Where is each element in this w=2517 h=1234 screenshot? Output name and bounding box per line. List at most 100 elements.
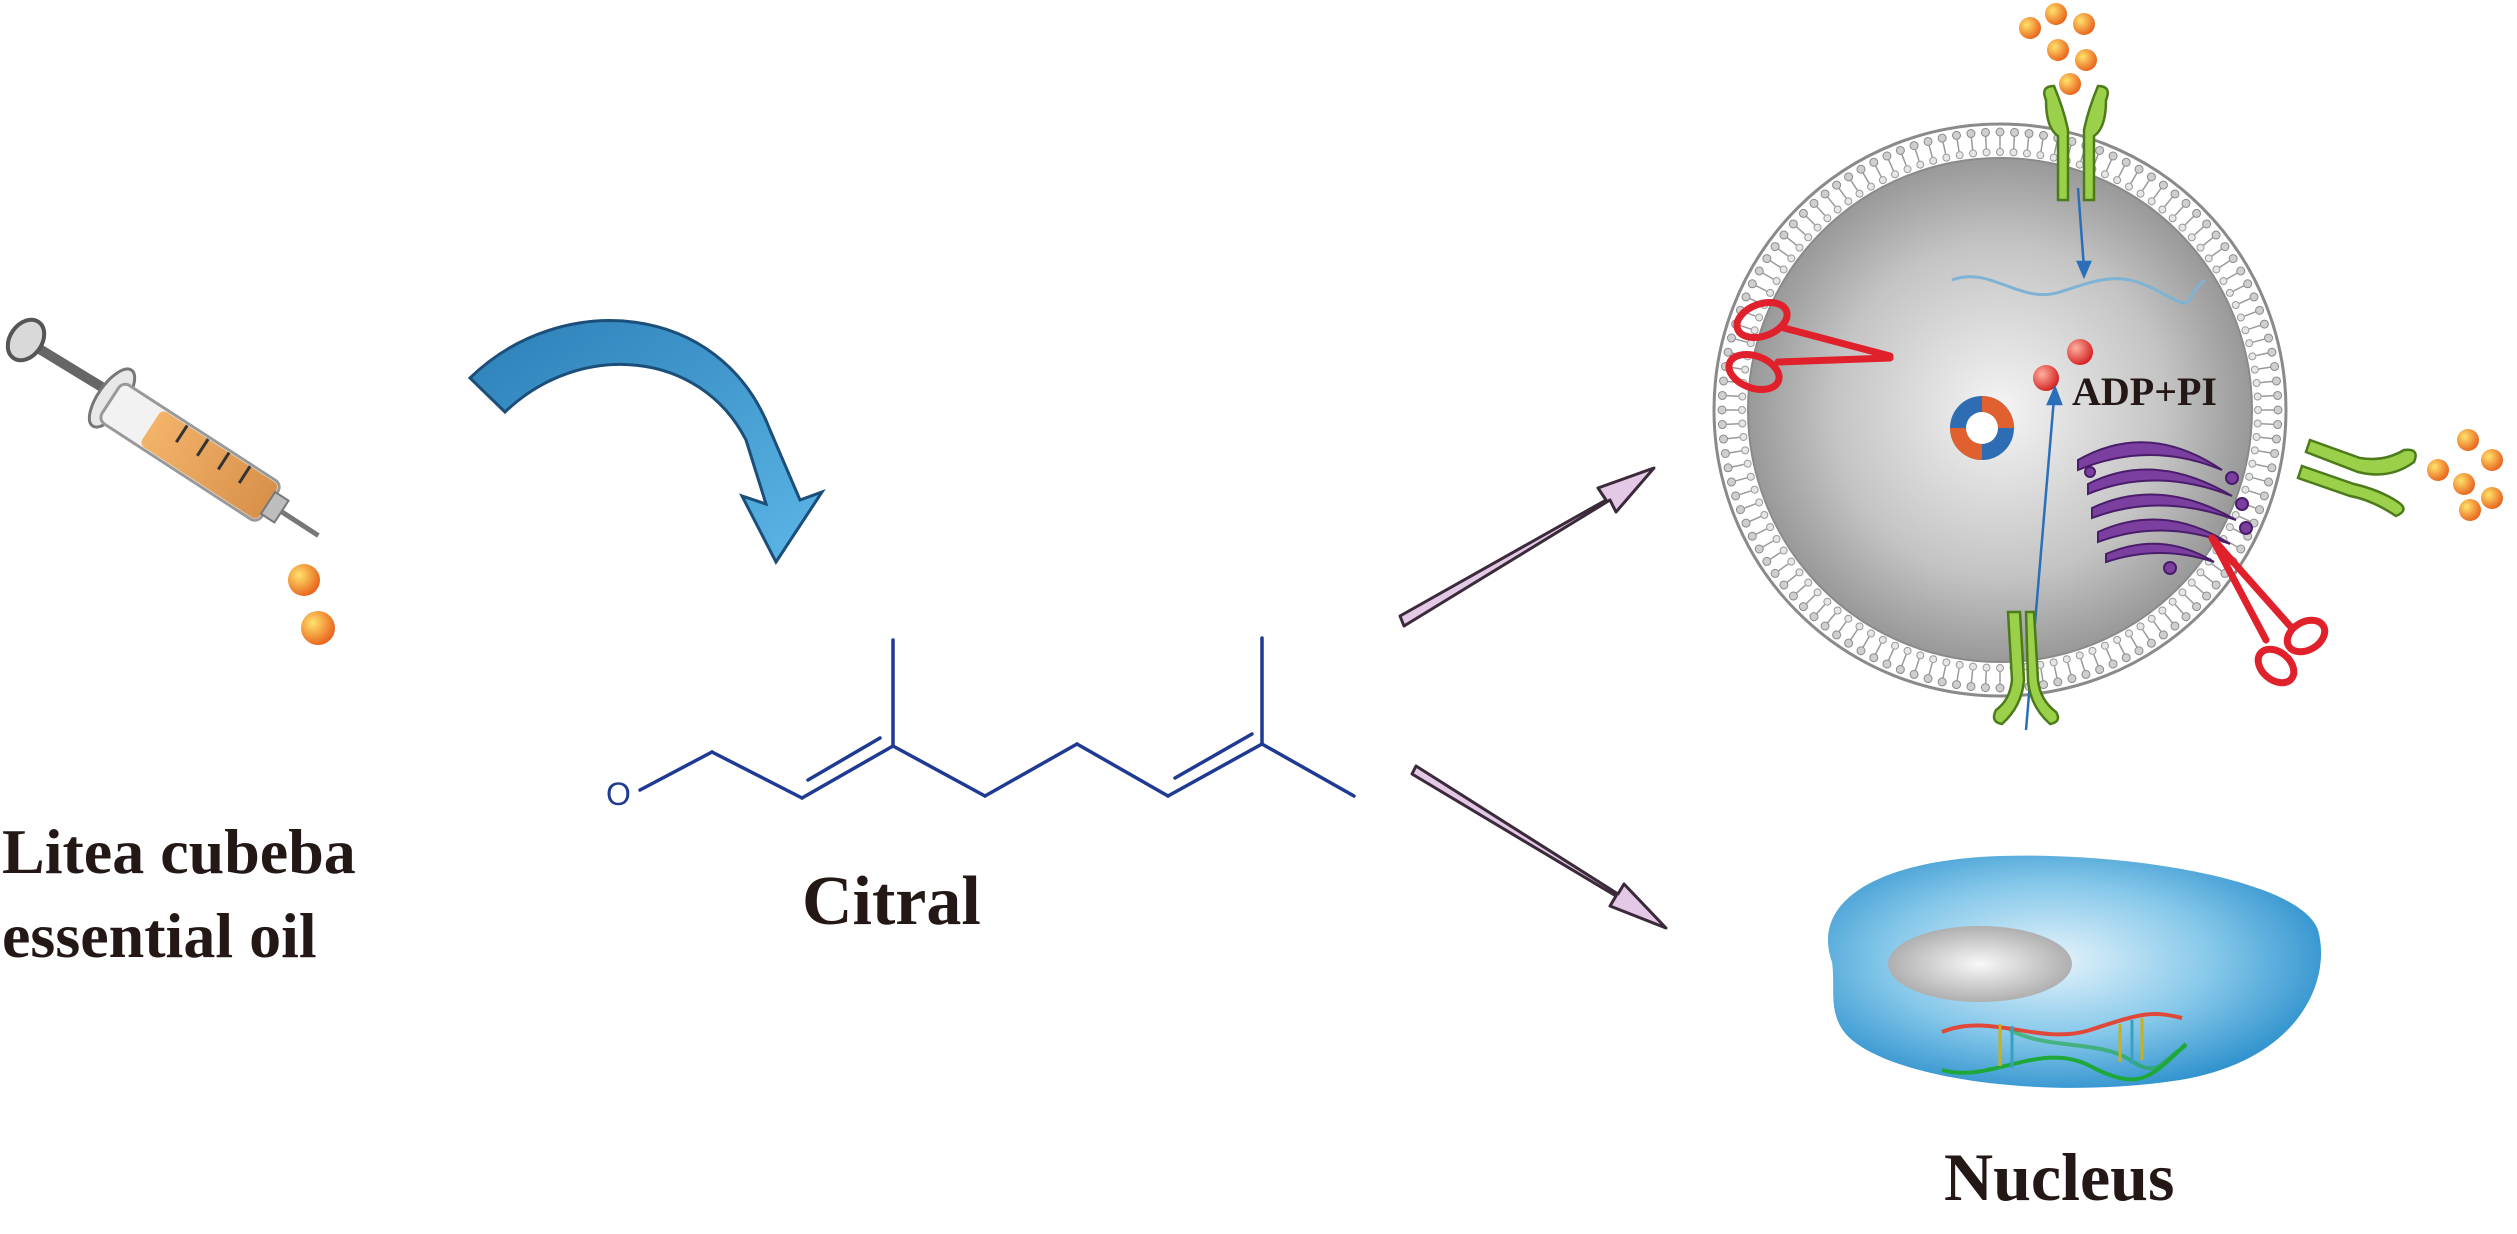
lipid-tail: [1786, 574, 1797, 584]
lipid-head: [2158, 205, 2167, 214]
lipid-head: [2170, 189, 2180, 199]
lipid-head: [2036, 151, 2045, 160]
lipid-head: [1832, 180, 1842, 190]
mrna-strand: [1951, 275, 2206, 305]
lipid-head: [2158, 606, 2167, 615]
lipid-head: [1895, 665, 1905, 675]
lipid-head: [2270, 362, 2280, 372]
lipid-tail: [2252, 477, 2265, 482]
lipid-head: [1856, 646, 1866, 656]
lipid-head: [2146, 638, 2156, 648]
lipid-head: [2181, 612, 2191, 622]
nucleus-diagram: [1827, 855, 2322, 1088]
lipid-tail: [1928, 662, 1933, 675]
lipid-head: [2136, 622, 2145, 631]
lipid-head: [1844, 197, 1853, 206]
lipid-head: [2245, 339, 2254, 348]
lipid-tail: [2258, 366, 2271, 370]
lipid-tail: [1805, 594, 1816, 605]
lipid-tail: [1984, 136, 1988, 149]
lipid-head: [1754, 266, 1764, 276]
lipid-head: [2252, 432, 2261, 441]
lipid-head: [2158, 630, 2168, 640]
lipid-tail: [2248, 324, 2261, 330]
lipid-head: [2267, 347, 2277, 357]
lipid-head: [1723, 347, 1733, 357]
lipid-head: [2204, 254, 2213, 263]
lipid-head: [1995, 683, 2005, 693]
lipid-head: [1741, 518, 1751, 528]
lipid-head: [1755, 313, 1764, 322]
lipid-head: [1795, 243, 1804, 252]
lipid-head: [2075, 160, 2084, 169]
lipid-head: [1891, 170, 1900, 179]
lipid-head: [1719, 376, 1729, 386]
lipid-head: [2095, 145, 2105, 155]
lipid-head: [1738, 419, 1747, 428]
lipid-head: [2134, 646, 2144, 656]
lipid-head: [2249, 292, 2259, 302]
lipid-tail: [2105, 159, 2113, 171]
lipid-head: [1833, 606, 1842, 615]
lipid-head: [2136, 189, 2145, 198]
nucleus-label: Nucleus: [1944, 1139, 2175, 1215]
lipid-tail: [2239, 297, 2251, 305]
lipid-tail: [2026, 137, 2030, 150]
lipid-head: [2108, 659, 2118, 669]
lipid-head: [2196, 243, 2205, 252]
scissors-right-icon: [2208, 534, 2329, 687]
phosphate-ball: [2033, 365, 2059, 391]
lipid-head: [1772, 535, 1781, 543]
lipid-tail: [1956, 668, 1960, 681]
lipid-tail: [2256, 463, 2269, 468]
lipid-tail: [1901, 654, 1907, 667]
lipid-tail: [2053, 141, 2058, 154]
lipid-tail: [2258, 450, 2271, 454]
lipid-head: [1823, 214, 1832, 223]
lipid-tail: [2105, 649, 2113, 661]
lipid-tail: [1874, 643, 1882, 655]
receptor-bottom-icon: [1992, 610, 2060, 726]
lipid-head: [2121, 157, 2131, 167]
lipid-head: [1867, 182, 1875, 191]
lipid-tail: [2184, 215, 2195, 226]
lipid-head: [1804, 578, 1813, 587]
lipid-head: [1755, 498, 1764, 507]
lipid-tail: [1826, 613, 1836, 624]
golgi-apparatus-icon: [2077, 441, 2253, 575]
lipid-head: [1844, 614, 1853, 623]
lipid-head: [1787, 557, 1796, 566]
lipid-tail: [2261, 422, 2274, 426]
nucleolus: [1888, 926, 2072, 1002]
lipid-head: [1717, 390, 1727, 400]
lipid-tail: [2244, 311, 2257, 317]
lipid-head: [1788, 591, 1798, 601]
lipid-head: [1809, 612, 1819, 622]
lipid-head: [1741, 365, 1750, 374]
lipid-tail: [1816, 604, 1826, 615]
lipid-head: [2170, 621, 2180, 631]
lipid-tail: [2130, 636, 2138, 648]
lipid-head: [1982, 148, 1991, 157]
oil-droplets: [288, 564, 335, 645]
lipid-tail: [1755, 284, 1767, 292]
lipid-head: [2267, 463, 2277, 473]
lipid-tail: [1729, 450, 1742, 454]
lipid-tail: [1731, 463, 1744, 468]
lipid-head: [2100, 641, 2109, 650]
lipid-head: [2187, 233, 2196, 242]
lipid-head: [1952, 130, 1962, 140]
lipid-tail: [1862, 636, 1870, 648]
lipid-head: [2243, 279, 2253, 289]
lipid-head: [2273, 405, 2283, 415]
lipid-tail: [2203, 236, 2214, 246]
lipid-tail: [2184, 594, 2195, 605]
lipid-tail: [1769, 552, 1781, 560]
lipid-tail: [1769, 260, 1781, 268]
lipid-head: [1891, 641, 1900, 650]
lipid-head: [1844, 638, 1854, 648]
lipid-tail: [2174, 205, 2184, 216]
lipid-head: [2038, 680, 2048, 690]
lipid-tail: [2040, 668, 2044, 681]
lipid-tail: [1727, 436, 1740, 440]
